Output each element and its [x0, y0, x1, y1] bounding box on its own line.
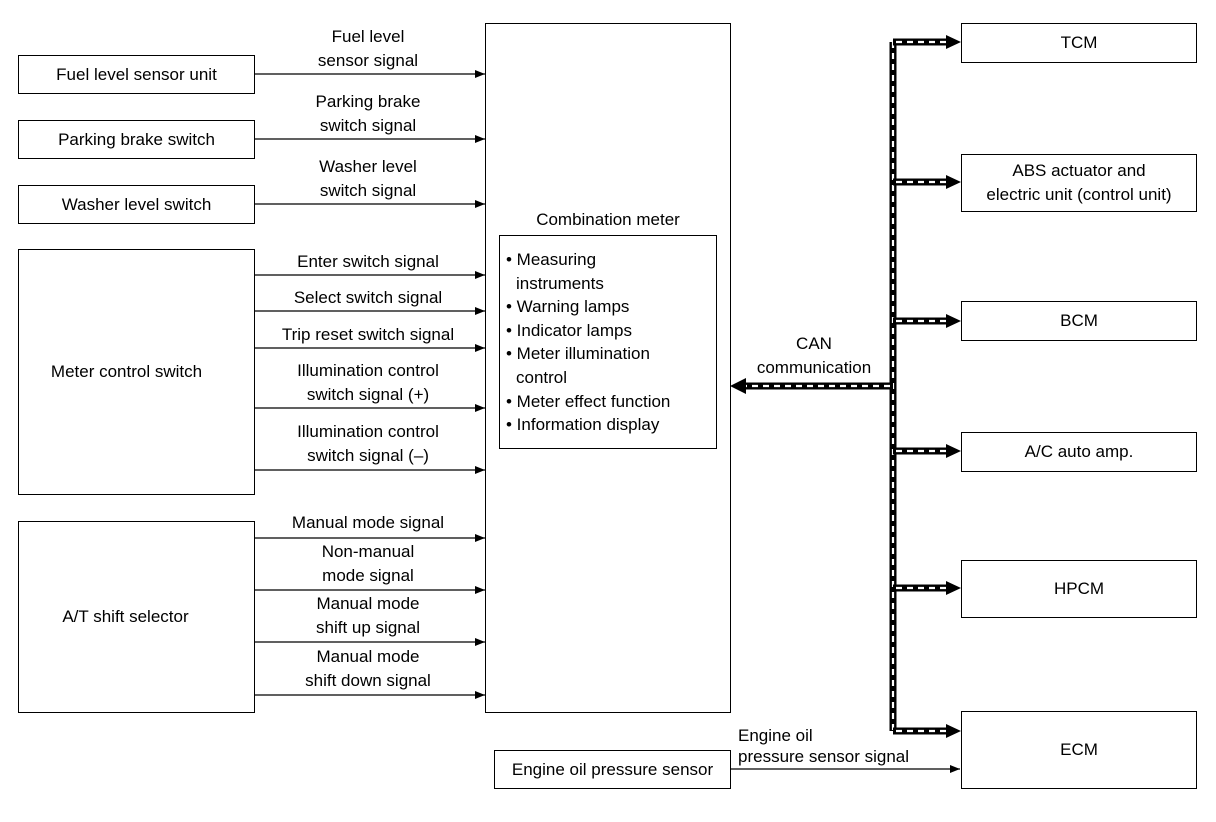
- meter-function-item: • Information display: [506, 415, 660, 435]
- engine-oil-pressure-sensor-label: Engine oil pressure sensor: [511, 759, 714, 779]
- parking-brake-switch-label: Parking brake switch: [58, 129, 215, 149]
- ecm-unit: ECM: [961, 711, 1197, 789]
- signal-label-illum-plus-1: Illumination control: [297, 361, 439, 380]
- signal-label-nonmanual-1: Non-manual: [321, 542, 415, 561]
- can-arrow-ac: [946, 444, 961, 458]
- combination-meter-title: Combination meter: [536, 210, 680, 229]
- bcm-unit: BCM: [961, 301, 1197, 341]
- signal-label-shift-down-1: Manual mode: [316, 647, 420, 666]
- signal-label-trip: Trip reset switch signal: [281, 325, 455, 344]
- can-label-2: communication: [756, 358, 872, 377]
- ecm-label: ECM: [1060, 740, 1098, 759]
- abs-label-2: electric unit (control unit): [986, 185, 1172, 204]
- can-bus: [730, 35, 961, 738]
- can-arrow-abs: [946, 175, 961, 189]
- signal-label-oil-2: pressure sensor signal: [738, 747, 910, 766]
- meter-function-item: instruments: [516, 273, 604, 293]
- washer-level-switch-label: Washer level switch: [61, 194, 212, 214]
- meter-control-switch-label: Meter control switch: [50, 362, 203, 381]
- meter-control-switch: Meter control switch: [18, 249, 255, 495]
- signal-label-brake-1: Parking brake: [315, 92, 421, 111]
- signal-label-shift-up-1: Manual mode: [316, 594, 420, 613]
- signal-label-fuel-2: sensor signal: [317, 51, 419, 70]
- signal-label-washer-1: Washer level: [319, 157, 417, 176]
- parking-brake-switch: Parking brake switch: [18, 120, 255, 159]
- signal-label-nonmanual-2: mode signal: [322, 566, 414, 585]
- can-arrow-tcm: [946, 35, 961, 49]
- signal-label-shift-down-2: shift down signal: [305, 671, 431, 690]
- signal-label-brake-2: switch signal: [319, 116, 417, 135]
- signal-label-fuel-1: Fuel level: [331, 27, 405, 46]
- signal-label-manual-mode: Manual mode signal: [291, 513, 445, 532]
- signal-label-select: Select switch signal: [293, 288, 443, 307]
- meter-function-item: • Warning lamps: [506, 297, 630, 317]
- at-shift-selector: A/T shift selector: [18, 521, 255, 713]
- abs-actuator-unit: ABS actuator and electric unit (control …: [961, 154, 1197, 212]
- meter-functions-list: • Measuring instruments • Warning lamps …: [499, 235, 717, 449]
- meter-function-item: • Measuring: [506, 250, 597, 269]
- tcm-unit: TCM: [961, 23, 1197, 63]
- meter-function-item: • Meter effect function: [506, 391, 671, 411]
- hpcm-unit: HPCM: [961, 560, 1197, 618]
- signal-label-illum-plus-2: switch signal (+): [306, 385, 430, 404]
- washer-level-switch: Washer level switch: [18, 185, 255, 224]
- bcm-label: BCM: [1060, 311, 1098, 330]
- fuel-level-sensor-unit: Fuel level sensor unit: [18, 55, 255, 94]
- meter-function-item: control: [516, 367, 568, 387]
- signal-label-illum-minus-2: switch signal (–): [307, 446, 429, 465]
- can-label-1: CAN: [796, 334, 832, 353]
- signal-label-enter: Enter switch signal: [297, 252, 439, 271]
- engine-oil-pressure-sensor: Engine oil pressure sensor: [494, 750, 731, 789]
- signal-label-washer-2: switch signal: [319, 181, 417, 200]
- signal-label-oil-1: Engine oil: [738, 726, 813, 745]
- meter-function-item: • Indicator lamps: [506, 320, 632, 340]
- can-arrow-meter: [730, 378, 746, 394]
- fuel-level-sensor-unit-label: Fuel level sensor unit: [56, 64, 217, 84]
- at-shift-selector-label: A/T shift selector: [62, 607, 189, 626]
- hpcm-label: HPCM: [1053, 579, 1105, 598]
- ac-auto-amp-label: A/C auto amp.: [1024, 442, 1134, 461]
- signal-label-shift-up-2: shift up signal: [316, 618, 420, 637]
- abs-label-1: ABS actuator and: [1012, 161, 1146, 180]
- tcm-label: TCM: [1060, 33, 1098, 52]
- can-arrow-hpcm: [946, 581, 961, 595]
- ac-auto-amp-unit: A/C auto amp.: [961, 432, 1197, 472]
- can-arrow-bcm: [946, 314, 961, 328]
- can-arrow-ecm: [946, 724, 961, 738]
- signal-label-illum-minus-1: Illumination control: [297, 422, 439, 441]
- meter-function-item: • Meter illumination: [506, 344, 650, 364]
